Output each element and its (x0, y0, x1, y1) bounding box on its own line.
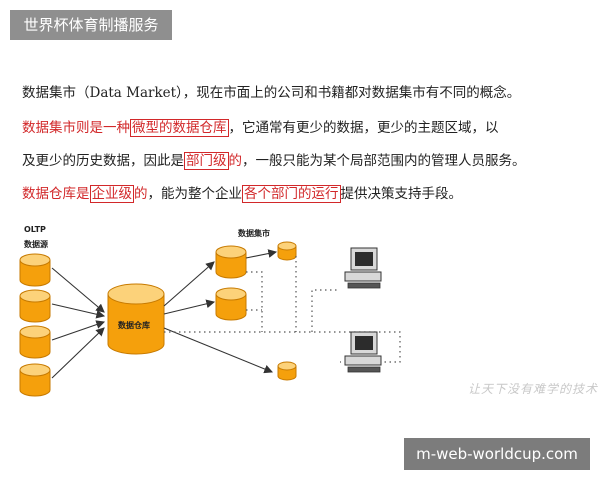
flow-arrow (51, 267, 105, 313)
phrase-decision-support: 提供决策支持手段。 (340, 186, 463, 202)
flow-arrow (163, 299, 216, 315)
flow-arrow (163, 261, 215, 307)
flow-arrow (51, 303, 106, 319)
data-mart-label: 数据集市 (238, 228, 270, 238)
source-cylinder (19, 363, 51, 397)
watermark-text: 让天下没有难学的技术 (468, 382, 599, 396)
warehouse-label: 数据仓库 (118, 320, 150, 330)
dept-cylinder (277, 361, 297, 381)
computer-icon (344, 331, 382, 373)
paragraph-intro: 数据集市（Data Market），现在市面上的公司和书籍都对数据集市有不同的概… (22, 85, 521, 101)
flow-arrow (51, 327, 105, 379)
paragraph-data-mart: 数据集市则是一种微型的数据仓库，它通常有更少的数据，更少的主题区域，以 及更少的… (22, 112, 582, 178)
oltp-label: OLTP (24, 225, 46, 234)
site-url-banner: m-web-worldcup.com (404, 438, 590, 470)
paragraph-data-warehouse: 数据仓库是企业级的，能为整个企业各个部门的运行提供决策支持手段。 (22, 177, 582, 211)
mart-cylinder (215, 245, 247, 279)
phrase-de: 的 (228, 153, 243, 169)
phrase-de-2: 的 (134, 186, 148, 202)
flow-arrow (245, 249, 278, 259)
mart-cylinder (215, 287, 247, 321)
phrase-warehouse-is: 数据仓库是 (22, 186, 90, 202)
site-banner: 世界杯体育制播服务 (10, 10, 172, 40)
phrase-local-managers: ，一般只能为某个局部范围内的管理人员服务。 (242, 153, 526, 169)
data-source-label: 数据源 (24, 239, 48, 249)
source-cylinder (19, 253, 51, 287)
phrase-less-history: 及更少的历史数据，因此是 (22, 153, 184, 169)
computer-icon (344, 247, 382, 289)
source-cylinder (19, 325, 51, 359)
highlight-micro-warehouse: 微型的数据仓库 (130, 119, 229, 137)
phrase-less-data: ，它通常有更少的数据，更少的主题区域，以 (228, 120, 499, 136)
source-cylinder (19, 289, 51, 323)
flow-arrow (163, 327, 274, 374)
architecture-diagram: OLTP 数据源 数据仓库 数据集市 (19, 225, 401, 397)
highlight-enterprise-level: 企业级 (89, 185, 134, 203)
warehouse-cylinder (107, 283, 165, 355)
phrase-whole-enterprise: ，能为整个企业 (147, 186, 243, 202)
flow-arrow (51, 320, 106, 341)
highlight-all-departments: 各个部门的运行 (242, 185, 341, 203)
highlight-department-level: 部门级 (184, 152, 229, 170)
dept-cylinder (277, 241, 297, 261)
phrase-data-mart-is: 数据集市则是一种 (22, 120, 130, 136)
